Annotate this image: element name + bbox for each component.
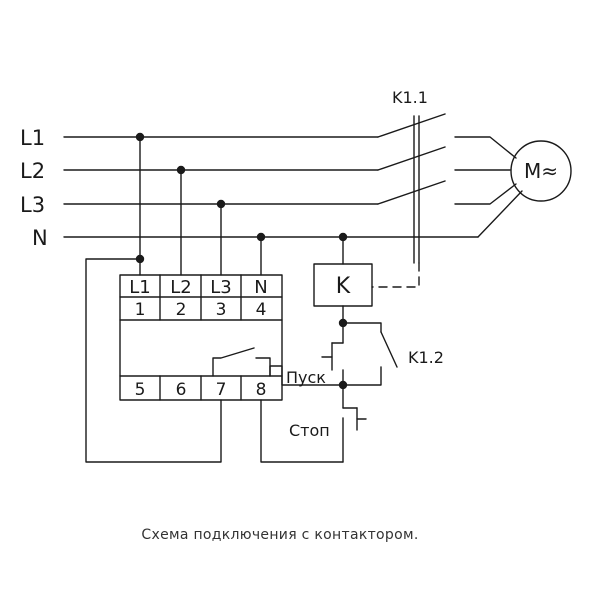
junction-dot-n: [256, 232, 266, 242]
relay-terminal-l3: L3: [210, 277, 231, 298]
relay-contact-7-8: [212, 347, 255, 377]
k1-1-coil-dashed-link: [371, 262, 420, 288]
loop-l1-to-terminal-7: [85, 258, 222, 463]
junction-dot-coil-out: [338, 318, 348, 328]
relay-contact-8-fixed: [255, 357, 271, 377]
line-label-l2: L2: [20, 159, 45, 183]
relay-terminal-l2: L2: [170, 277, 191, 298]
wire-terminal-8-to-start: [269, 365, 344, 386]
main-contact-label: K1.1: [392, 88, 428, 107]
line-label-n: N: [32, 226, 48, 250]
relay-terminal-number-8: 8: [256, 380, 267, 400]
relay-terminal-number-4: 4: [256, 300, 267, 320]
stop-button-label: Стоп: [289, 421, 330, 440]
motor-label: M≈: [524, 159, 558, 183]
junction-dot-l1-loop: [135, 254, 145, 264]
k1-2-upper-wire: [342, 322, 382, 333]
motor-feed-l3: [454, 183, 517, 205]
relay-terminal-number-6: 6: [176, 380, 187, 400]
relay-terminal-number-3: 3: [216, 300, 227, 320]
relay-terminal-l1: L1: [129, 277, 150, 298]
motor-feed-n: [477, 190, 523, 238]
relay-terminal-number-2: 2: [176, 300, 187, 320]
start-button-label: Пуск: [286, 368, 326, 387]
motor-circle: [510, 140, 572, 202]
relay-terminal-number-5: 5: [135, 380, 146, 400]
wire-stop-to-terminal-8: [260, 399, 344, 463]
aux-contact-label: K1.2: [408, 348, 444, 367]
relay-terminal-number-1: 1: [135, 300, 146, 320]
junction-dot-l2: [176, 165, 186, 175]
k1-2-blade: [380, 331, 398, 368]
diagram-caption: Схема подключения с контактором.: [141, 527, 419, 543]
relay-terminal-n: N: [254, 277, 267, 298]
k1-2-lower-wire: [342, 366, 382, 386]
junction-dot-l1: [135, 132, 145, 142]
line-label-l1: L1: [20, 126, 45, 150]
relay-terminal-number-7: 7: [216, 380, 227, 400]
coil-label: K: [336, 274, 351, 299]
k1-1-blade-l3: [377, 180, 446, 205]
junction-dot-n-coil: [338, 232, 348, 242]
junction-dot-l3: [216, 199, 226, 209]
line-label-l3: L3: [20, 193, 45, 217]
k1-1-blade-l2: [377, 146, 446, 171]
junction-dot-start-out: [338, 380, 348, 390]
k1-1-blade-l1: [377, 113, 446, 138]
motor-feed-l1: [454, 136, 517, 159]
